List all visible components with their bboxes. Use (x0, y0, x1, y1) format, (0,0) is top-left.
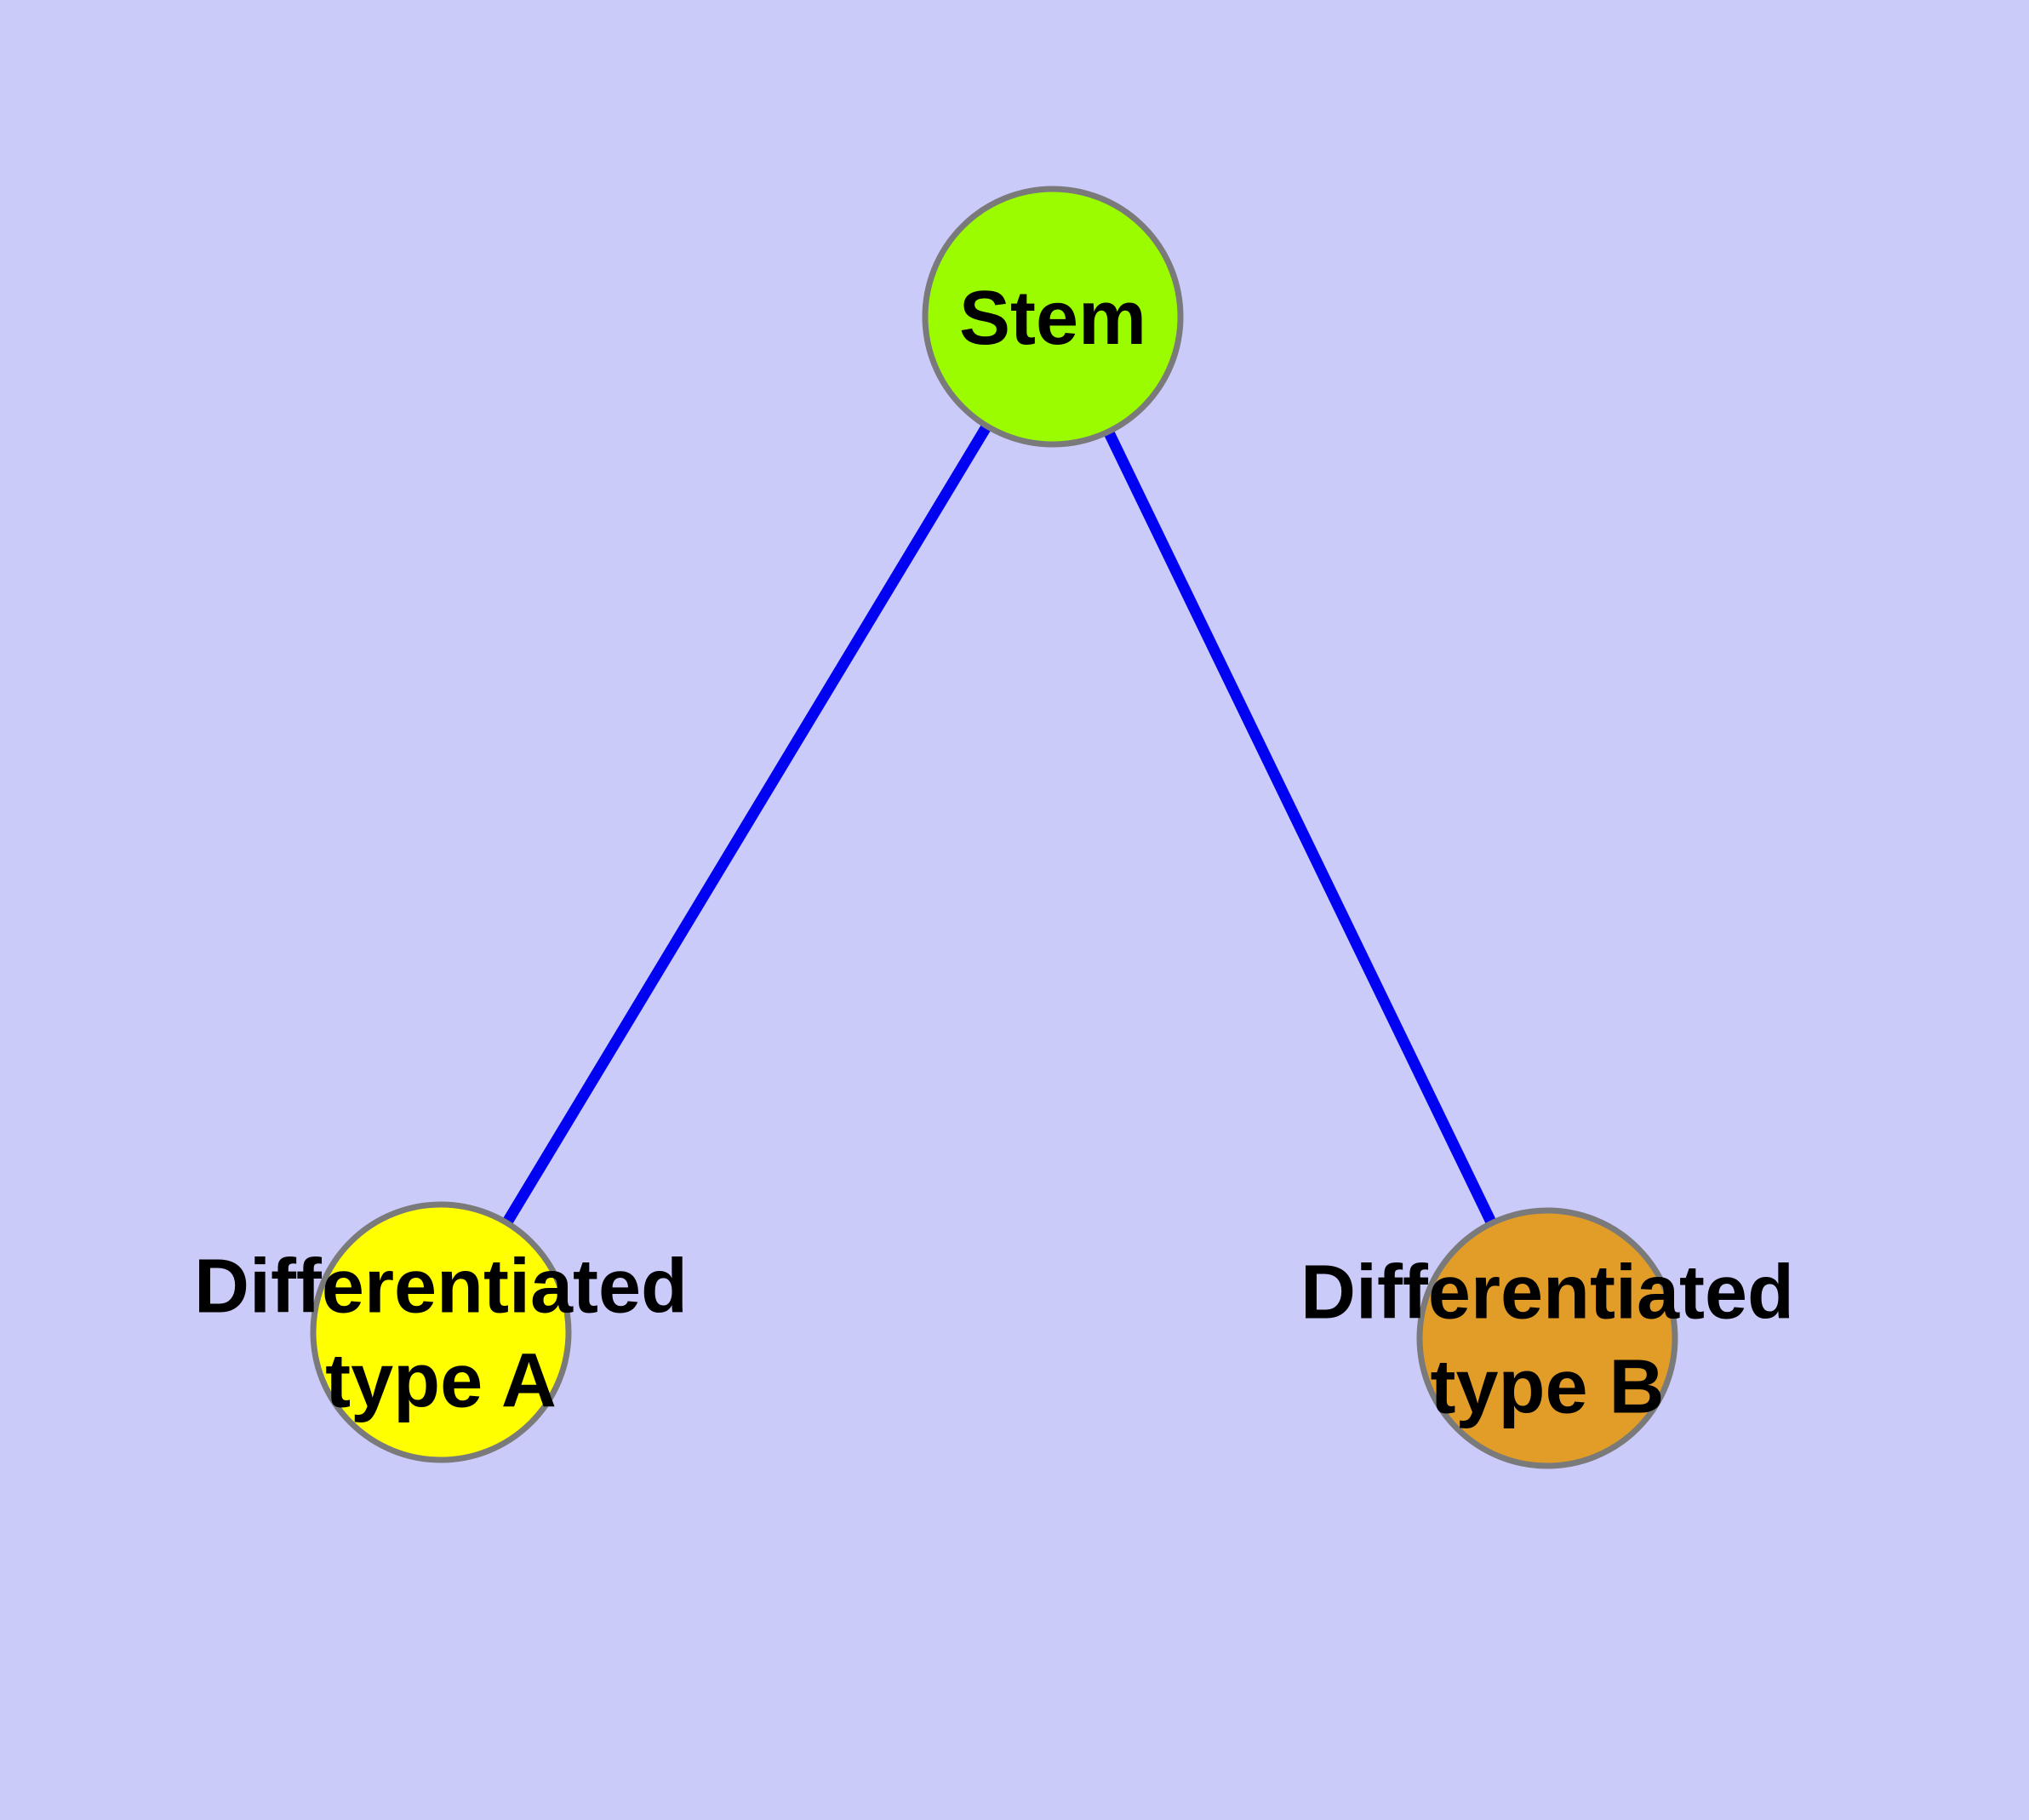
nodes-layer (310, 186, 1678, 1469)
node-label-stem: Stem (959, 276, 1146, 361)
edge-stem-to-type-a (436, 313, 1058, 1336)
node-stem (922, 186, 1184, 448)
node-label-type-b: Differentiated type B (1300, 1251, 1794, 1430)
node-label-type-a-line-1: Differentiated (194, 1245, 688, 1330)
node-label-type-a: Differentiated type A (194, 1245, 688, 1424)
edge-stem-to-type-b (1048, 314, 1552, 1341)
node-type-b (1416, 1207, 1678, 1469)
node-type-a (310, 1201, 572, 1463)
node-label-stem-line-1: Stem (959, 276, 1146, 361)
node-label-type-b-line-1: Differentiated (1300, 1251, 1794, 1336)
edges-layer (436, 313, 1552, 1341)
node-label-type-b-line-2: type B (1430, 1345, 1664, 1430)
node-label-type-a-line-2: type A (325, 1339, 557, 1424)
